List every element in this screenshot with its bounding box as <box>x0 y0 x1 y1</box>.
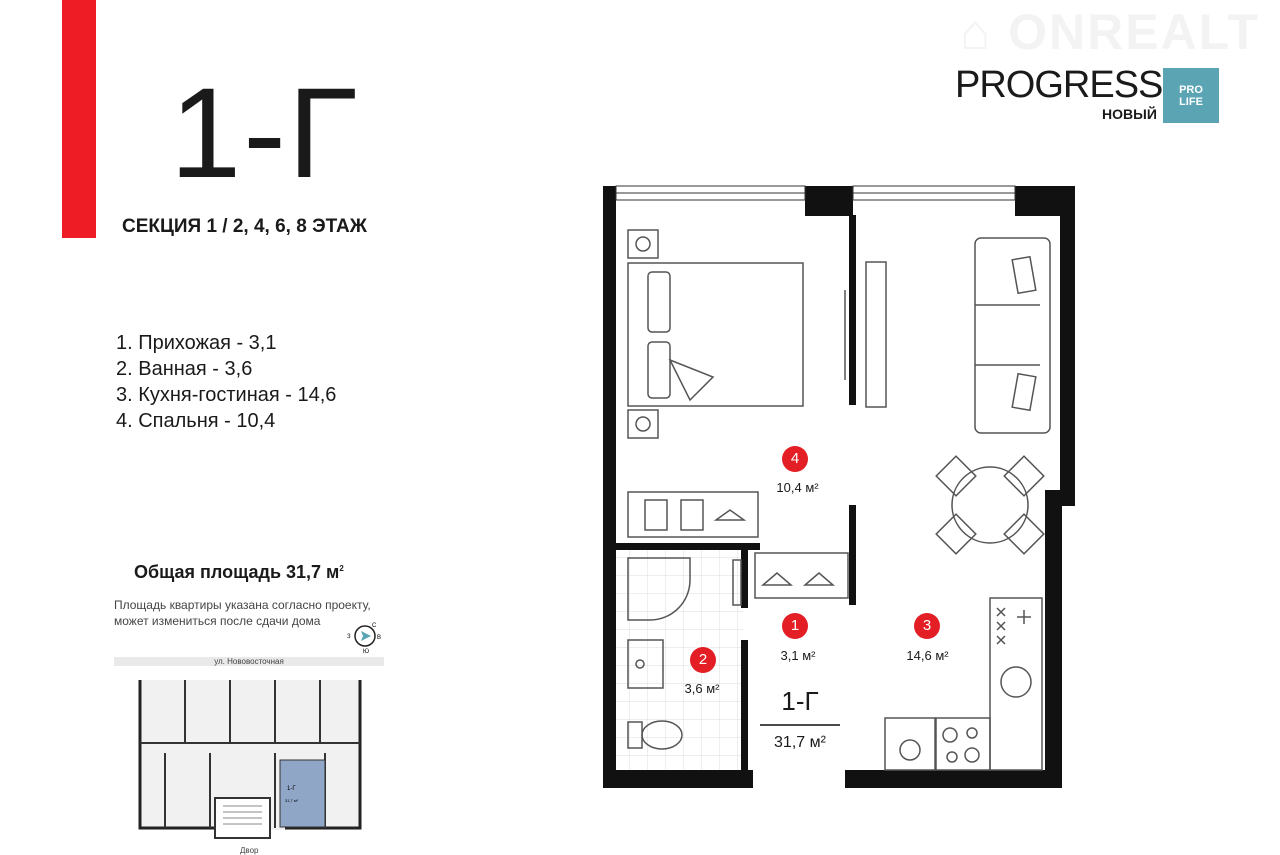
svg-text:З: З <box>347 634 351 640</box>
room-list: 1. Прихожая - 3,1 2. Ванная - 3,6 3. Кух… <box>116 330 336 434</box>
room-marker-2: 2 <box>690 647 716 673</box>
badge-line1: PRO <box>1179 83 1203 96</box>
red-accent-bar <box>62 0 96 238</box>
apartment-title: 1-Г <box>170 62 360 205</box>
section-floors: СЕКЦИЯ 1 / 2, 4, 6, 8 ЭТАЖ <box>122 216 367 237</box>
svg-text:1-Г: 1-Г <box>287 786 296 792</box>
floor-key-plan: 1-Г 31,7 м² <box>138 680 362 839</box>
badge-line2: LIFE <box>1179 95 1203 108</box>
room-area-1: 3,1 м² <box>780 648 816 663</box>
room-marker-1: 1 <box>782 613 808 639</box>
watermark-text: ONREALT <box>1008 4 1261 60</box>
yard-label: Двор <box>240 846 259 855</box>
highlighted-unit[interactable] <box>279 759 326 828</box>
compass-icon: С В Ю З <box>347 623 381 654</box>
plan-unit-area: 31,7 м² <box>774 734 826 751</box>
room-item: 3. Кухня-гостиная - 14,6 <box>116 384 337 406</box>
room-marker-3: 3 <box>914 613 940 639</box>
svg-text:Ю: Ю <box>363 649 369 654</box>
room-item: 1. Прихожая - 3,1 <box>116 332 277 354</box>
area-note: Площадь квартиры указана согласно проект… <box>114 598 371 628</box>
svg-text:В: В <box>377 635 381 641</box>
watermark-house-icon: ⌂ <box>960 4 1009 60</box>
brand-sub: НОВЫЙ <box>1102 106 1157 122</box>
room-area-3: 14,6 м² <box>906 648 949 663</box>
room-item: 4. Спальня - 10,4 <box>116 410 276 432</box>
total-area: Общая площадь 31,7 м2 <box>134 562 344 582</box>
brand-badge: PRO LIFE <box>1163 68 1219 123</box>
brand-name: PROGRESS <box>955 64 1163 106</box>
street-label: ул. Нововосточная <box>114 657 384 666</box>
plan-unit-label: 1-Г <box>781 686 819 716</box>
svg-text:С: С <box>372 623 377 629</box>
room-area-2: 3,6 м² <box>684 681 720 696</box>
room-marker-4: 4 <box>782 446 808 472</box>
svg-text:31,7 м²: 31,7 м² <box>285 798 299 803</box>
room-item: 2. Ванная - 3,6 <box>116 358 253 380</box>
room-area-4: 10,4 м² <box>776 480 819 495</box>
watermark: ⌂ ONREALT <box>960 6 1260 58</box>
